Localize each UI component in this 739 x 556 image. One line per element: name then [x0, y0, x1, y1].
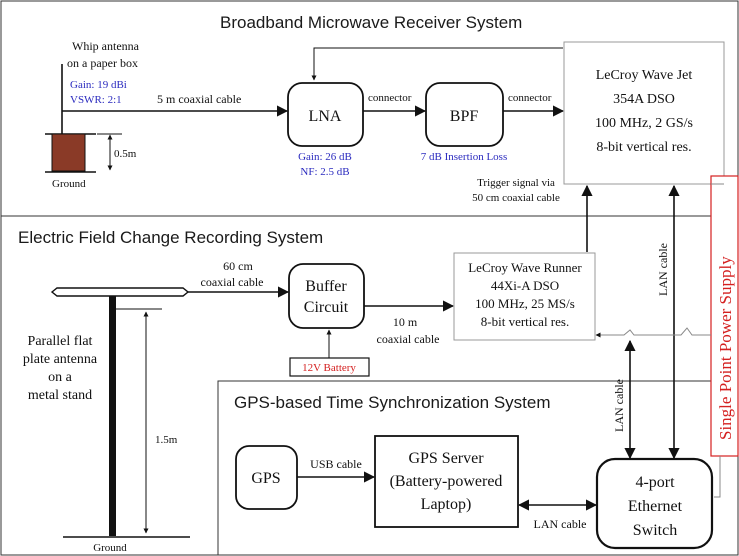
plate-antenna-line-4: metal stand [28, 388, 92, 403]
wavejet-line-1: LeCroy Wave Jet [596, 68, 693, 83]
switch-line-2: Ethernet [628, 498, 683, 515]
gps-label: GPS [251, 470, 280, 487]
plate-antenna-ground: Ground [93, 542, 127, 554]
wavejet-box [563, 41, 725, 185]
usb-cable-label: USB cable [310, 457, 362, 471]
lan-bottom-label: LAN cable [534, 517, 587, 531]
lan-mid-label: LAN cable [612, 379, 626, 432]
bpf-label: BPF [450, 108, 479, 125]
buffer-box [288, 263, 365, 329]
whip-antenna-vswr: VSWR: 2:1 [70, 94, 122, 106]
battery-label: 12V Battery [302, 362, 356, 374]
buffer-line-2: Circuit [304, 299, 349, 316]
coax-10m-label-1: 10 m [393, 315, 418, 329]
whip-antenna-height: 0.5m [114, 148, 137, 160]
waverunner-box [453, 252, 596, 341]
switch-line-1: 4-port [635, 474, 675, 491]
lna-label: LNA [309, 108, 342, 125]
power-line-switch [714, 456, 721, 498]
connector-1-label: connector [368, 92, 412, 104]
connector-2-label: connector [508, 92, 552, 104]
section-title-microwave: Broadband Microwave Receiver System [220, 13, 522, 32]
whip-antenna-gain: Gain: 19 dBi [70, 79, 127, 91]
wavejet-line-4: 8-bit vertical res. [596, 140, 691, 155]
waverunner-line-4: 8-bit vertical res. [481, 314, 569, 329]
waverunner-line-1: LeCroy Wave Runner [468, 260, 582, 275]
divider-gps [217, 380, 738, 555]
lna-power-feed-line [311, 47, 563, 81]
switch-box [595, 457, 714, 550]
power-line-waverunner [595, 327, 711, 338]
coax-60cm-label-2: coaxial cable [201, 275, 264, 289]
bpf-loss: 7 dB Insertion Loss [421, 151, 507, 163]
whip-antenna [45, 64, 122, 173]
trigger-label-2: 50 cm coaxial cable [472, 192, 560, 204]
gps-server-line-1: GPS Server [408, 450, 484, 467]
waverunner-line-2: 44Xi-A DSO [491, 278, 559, 293]
lna-nf: NF: 2.5 dB [300, 166, 349, 178]
whip-antenna-ground: Ground [52, 178, 86, 190]
plate-antenna [50, 287, 190, 538]
coax-5m-label: 5 m coaxial cable [157, 92, 241, 106]
whip-antenna-title-1: Whip antenna [72, 39, 140, 53]
wavejet-line-2: 354A DSO [613, 92, 675, 107]
plate-antenna-line-3: on a [48, 370, 73, 385]
lna-box [287, 82, 364, 147]
power-supply-label: Single Point Power Supply [716, 256, 735, 440]
switch-line-3: Switch [633, 522, 677, 539]
lan-right-label: LAN cable [656, 243, 670, 296]
gps-server-box [374, 435, 519, 528]
coax-60cm-label-1: 60 cm [223, 259, 253, 273]
trigger-label-1: Trigger signal via [477, 177, 555, 189]
wavejet-line-3: 100 MHz, 2 GS/s [595, 116, 693, 131]
gps-server-line-2: (Battery-powered [390, 473, 503, 490]
power-supply-box [710, 175, 739, 457]
gps-server-line-3: Laptop) [421, 496, 472, 513]
plate-antenna-line-2: plate antenna [23, 352, 98, 367]
section-title-gps: GPS-based Time Synchronization System [234, 393, 551, 412]
plate-antenna-height: 1.5m [155, 434, 178, 446]
coax-10m-label-2: coaxial cable [377, 332, 440, 346]
whip-antenna-title-2: on a paper box [67, 56, 138, 70]
lna-gain: Gain: 26 dB [298, 151, 352, 163]
section-title-efield: Electric Field Change Recording System [18, 228, 323, 247]
waverunner-line-3: 100 MHz, 25 MS/s [475, 296, 575, 311]
bpf-box [425, 82, 504, 147]
buffer-line-1: Buffer [305, 278, 347, 295]
plate-antenna-line-1: Parallel flat [28, 334, 93, 349]
